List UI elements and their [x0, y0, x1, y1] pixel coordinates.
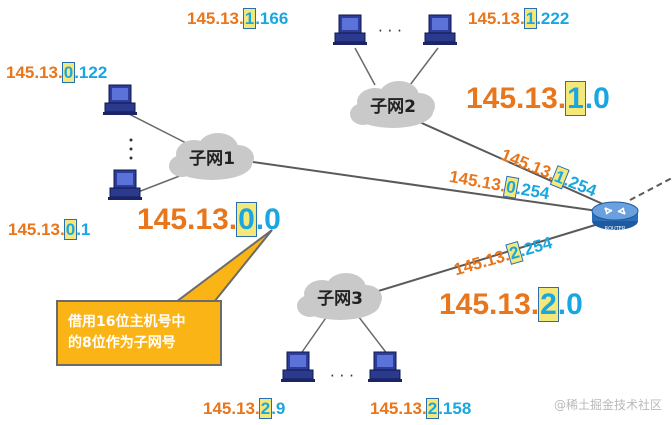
ellipsis-s1-vertical	[129, 138, 133, 160]
pc-s3-a-icon	[280, 351, 316, 383]
subnet-borrow-callout: 借用16位主机号中 的8位作为子网号	[56, 300, 222, 366]
subnet-2-cloud: 子网2	[350, 81, 435, 128]
link-subnet3-router	[374, 221, 606, 293]
ellipsis-s3: · · ·	[330, 367, 354, 385]
link-router-uplink	[629, 177, 672, 201]
ip-s3-host-b: 145.13.2.158	[370, 398, 472, 419]
watermark: @稀土掘金技术社区	[553, 398, 662, 412]
subnet-1-cloud: 子网1	[169, 133, 254, 180]
ip-s1-host-b: 145.13.0.1	[8, 219, 91, 240]
pc-s2-a-icon	[332, 14, 368, 46]
pc-s1-b-icon	[107, 169, 143, 201]
subnet-3-label: 子网3	[317, 289, 363, 309]
ip-s2-host-a: 145.13.1.166	[187, 8, 289, 29]
link-s1-pc-a	[124, 111, 191, 146]
link-s2-pc-a	[354, 47, 376, 86]
ip-s1-host-a: 145.13.0.122	[6, 62, 108, 83]
subnet-1-label: 子网1	[189, 149, 235, 169]
ip-s3-host-a: 145.13.2.9	[203, 398, 286, 419]
router-icon: ROUTER	[591, 201, 639, 232]
ip-s3-network: 145.13.2.0	[439, 287, 583, 322]
link-subnet1-router	[252, 161, 606, 213]
ip-s2-host-b: 145.13.1.222	[468, 8, 570, 29]
pc-s1-a-icon	[102, 84, 138, 116]
subnet-2-label: 子网2	[370, 97, 416, 117]
ip-s2-network: 145.13.1.0	[466, 81, 610, 116]
pc-s2-b-icon	[422, 14, 458, 46]
ip-s1-network: 145.13.0.0	[137, 202, 281, 237]
callout-line-2: 的8位作为子网号	[68, 335, 176, 351]
callout-line-1: 借用16位主机号中	[68, 314, 186, 330]
callout-pointer	[173, 229, 273, 303]
router-label: ROUTER	[605, 226, 626, 232]
link-s2-pc-b	[409, 47, 439, 86]
pc-s3-b-icon	[367, 351, 403, 383]
link-s3-pc-a	[299, 311, 331, 356]
link-s3-pc-b	[354, 311, 389, 356]
link-subnet2-router	[414, 119, 606, 206]
subnet-3-cloud: 子网3	[297, 273, 382, 320]
ellipsis-s2: · · ·	[378, 22, 402, 40]
